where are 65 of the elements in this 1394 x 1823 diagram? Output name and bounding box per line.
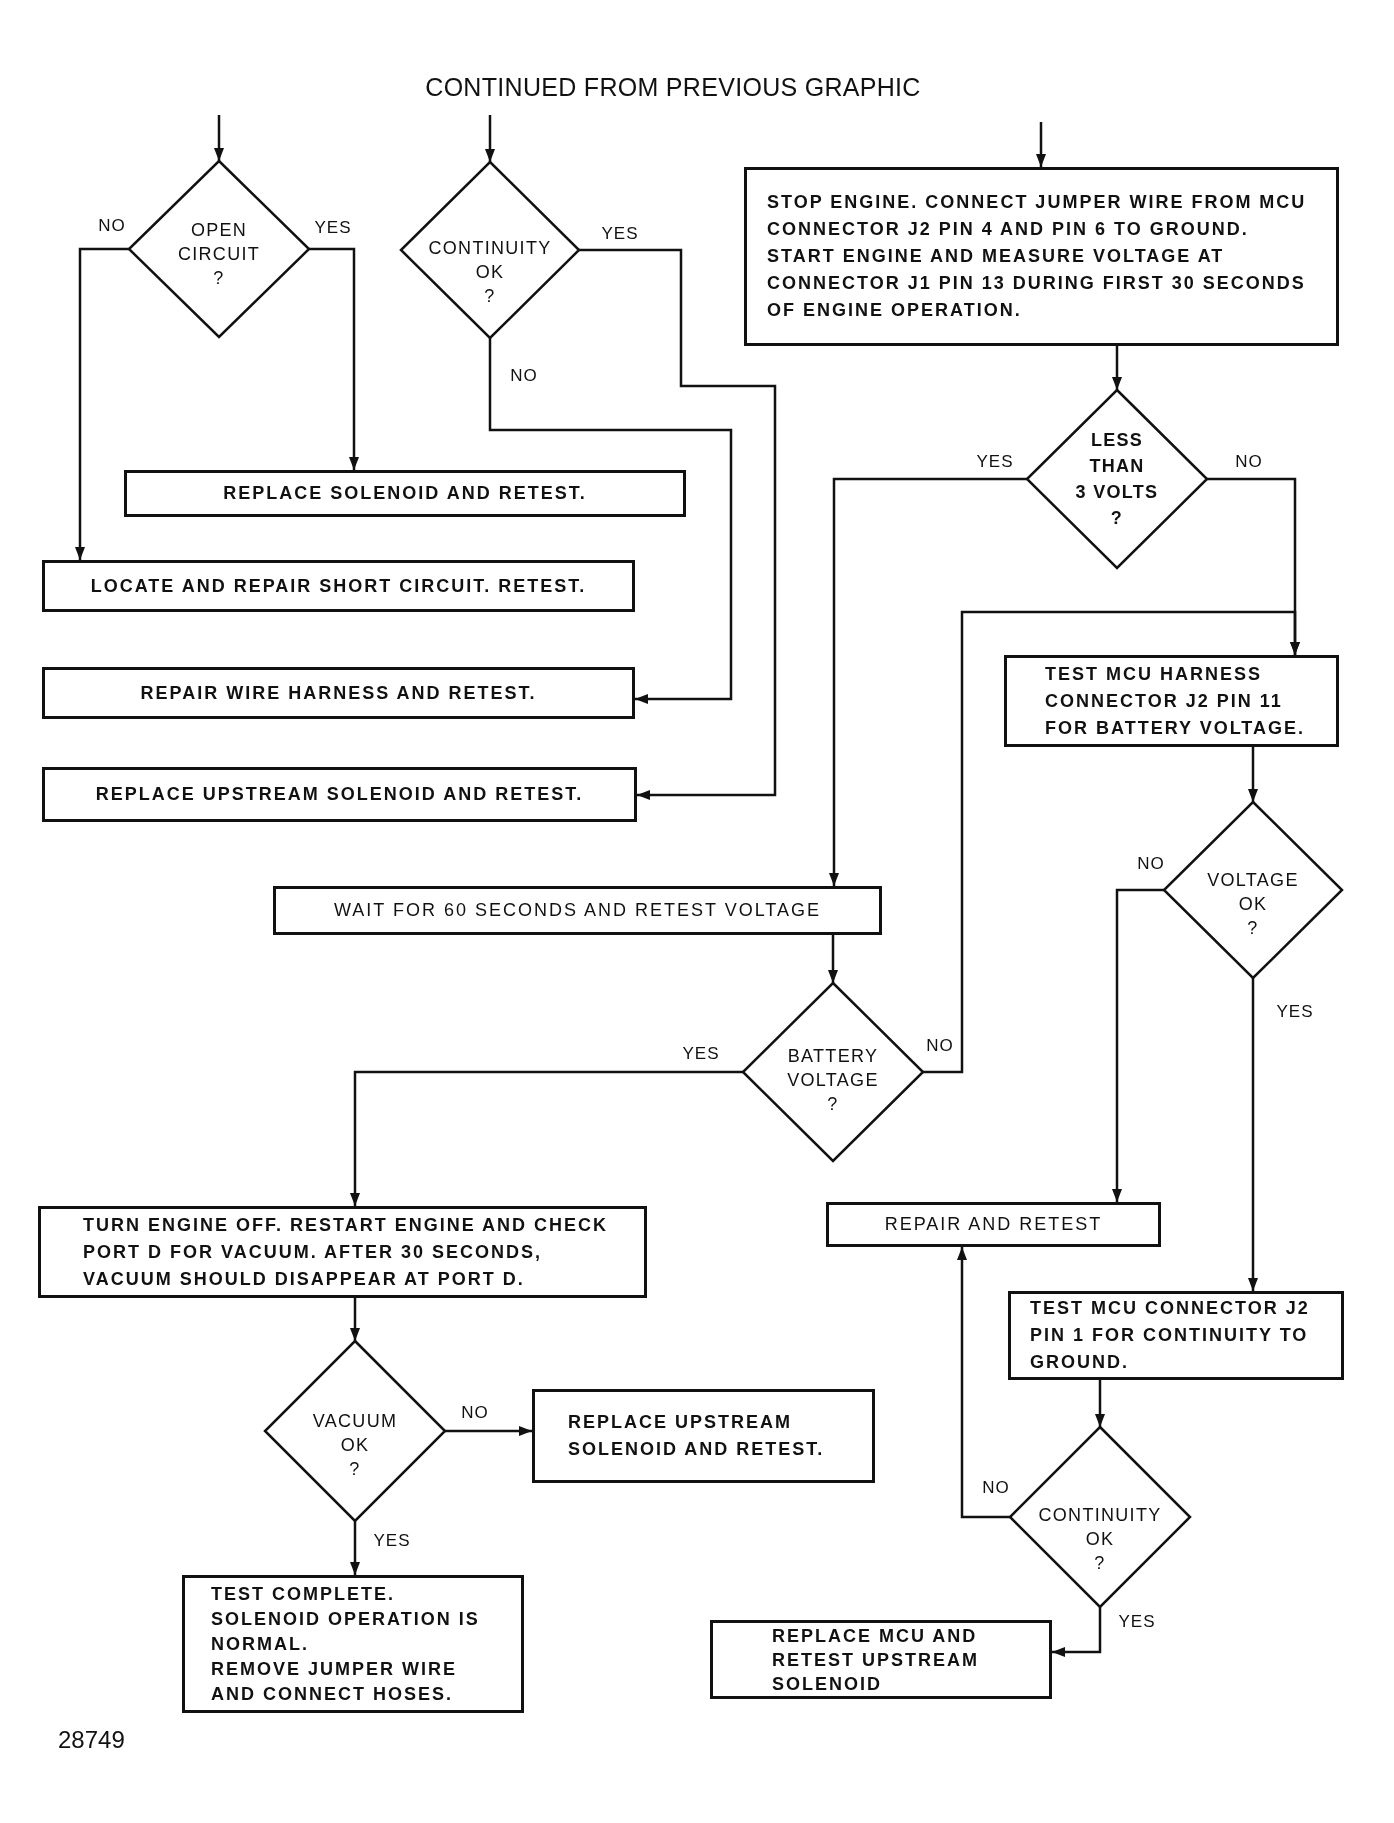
process-box bbox=[273, 886, 882, 935]
instruction-text: REPLACE UPSTREAM SOLENOID AND RETEST. bbox=[95, 783, 584, 806]
flow-arrow bbox=[1052, 1607, 1102, 1657]
process-box bbox=[532, 1389, 875, 1483]
flow-arrow bbox=[485, 115, 495, 162]
title: CONTINUED FROM PREVIOUS GRAPHIC bbox=[425, 72, 921, 102]
instruction-text: LOCATE AND REPAIR SHORT CIRCUIT. RETEST. bbox=[90, 574, 587, 598]
instruction-text: TEST COMPLETE. bbox=[211, 1582, 395, 1606]
process-box bbox=[1008, 1291, 1344, 1380]
instruction-text: STOP ENGINE. CONNECT JUMPER WIRE FROM MCU CONNECTOR J2 PIN 4 AND PIN 6 TO GROUND. START ENGINE AND MEASURE VOLTAGE AT CONNECTOR J1 PIN 13 DURING FIRST 30 SECONDS OF ENGINE OPERATION. bbox=[767, 191, 1308, 322]
decision-question: CONTINUITY OK ? bbox=[428, 237, 552, 308]
process-box bbox=[124, 470, 686, 517]
decision-question: LESS THAN 3 VOLTS ? bbox=[1075, 429, 1159, 530]
process-box bbox=[710, 1620, 1052, 1699]
process-box bbox=[744, 167, 1339, 346]
instruction-text: REPAIR AND RETEST bbox=[884, 1213, 1103, 1236]
process-box bbox=[826, 1202, 1161, 1247]
flow-arrow bbox=[488, 338, 733, 704]
instruction-text: REPAIR WIRE HARNESS AND RETEST. bbox=[140, 681, 537, 705]
instruction-text: REPLACE MCU AND RETEST UPSTREAM SOLENOID bbox=[772, 1624, 980, 1696]
process-box bbox=[42, 560, 635, 612]
decision-diamond bbox=[265, 1341, 445, 1521]
decision-diamond bbox=[401, 162, 579, 338]
process-box bbox=[38, 1206, 647, 1298]
flow-arrow bbox=[1112, 346, 1122, 390]
flow-arrow bbox=[350, 1521, 360, 1575]
flow-arrow bbox=[1248, 978, 1258, 1291]
decision-diamond bbox=[1010, 1427, 1190, 1607]
flow-arrow bbox=[1036, 122, 1046, 167]
flow-arrow bbox=[350, 1070, 743, 1206]
flow-arrow bbox=[829, 477, 1027, 886]
process-box bbox=[42, 667, 635, 719]
decision-question: VACUUM OK ? bbox=[312, 1410, 398, 1481]
figure-number: 28749 bbox=[58, 1726, 125, 1754]
flow-arrow bbox=[1095, 1380, 1105, 1427]
instruction-text: SOLENOID OPERATION IS NORMAL. bbox=[211, 1607, 481, 1656]
instruction-text: REPLACE UPSTREAM SOLENOID AND RETEST. bbox=[568, 1411, 826, 1461]
flow-arrow bbox=[350, 1298, 360, 1341]
decision-diamond bbox=[129, 161, 309, 337]
instruction-text: TEST MCU CONNECTOR J2 PIN 1 FOR CONTINUITY TO GROUND. bbox=[1030, 1297, 1311, 1374]
instruction-text: TEST MCU HARNESS CONNECTOR J2 PIN 11 FOR BATTERY VOLTAGE. bbox=[1045, 662, 1306, 740]
flow-arrow bbox=[579, 248, 777, 800]
decision-question: BATTERY VOLTAGE ? bbox=[787, 1045, 879, 1116]
decision-diamond bbox=[1164, 802, 1342, 978]
process-box bbox=[182, 1575, 524, 1713]
flow-arrow bbox=[75, 247, 129, 560]
flow-arrow bbox=[214, 115, 224, 161]
flow-arrow bbox=[828, 935, 838, 983]
instruction-text: REPLACE SOLENOID AND RETEST. bbox=[223, 482, 587, 505]
process-box bbox=[42, 767, 637, 822]
decision-diamond bbox=[1027, 390, 1207, 568]
flow-arrow bbox=[957, 1247, 1010, 1519]
instruction-text: TURN ENGINE OFF. RESTART ENGINE AND CHECK PORT D FOR VACUUM. AFTER 30 SECONDS, VACUUM SHOULD DISAPPEAR AT PORT D. bbox=[83, 1213, 609, 1291]
decision-diamond bbox=[743, 983, 923, 1161]
decision-question: CONTINUITY OK ? bbox=[1038, 1504, 1162, 1575]
decision-question: VOLTAGE OK ? bbox=[1207, 869, 1299, 940]
instruction-text: REMOVE JUMPER WIRE AND CONNECT HOSES. bbox=[211, 1657, 459, 1706]
flow-arrow bbox=[309, 247, 359, 470]
flow-arrow bbox=[923, 610, 1300, 1074]
flow-arrow bbox=[1112, 888, 1164, 1202]
flow-arrow bbox=[445, 1426, 532, 1436]
process-box bbox=[1004, 655, 1339, 747]
flow-arrow bbox=[1248, 747, 1258, 802]
decision-question: OPEN CIRCUIT ? bbox=[177, 219, 261, 290]
instruction-text: WAIT FOR 60 SECONDS AND RETEST VOLTAGE bbox=[333, 899, 822, 922]
